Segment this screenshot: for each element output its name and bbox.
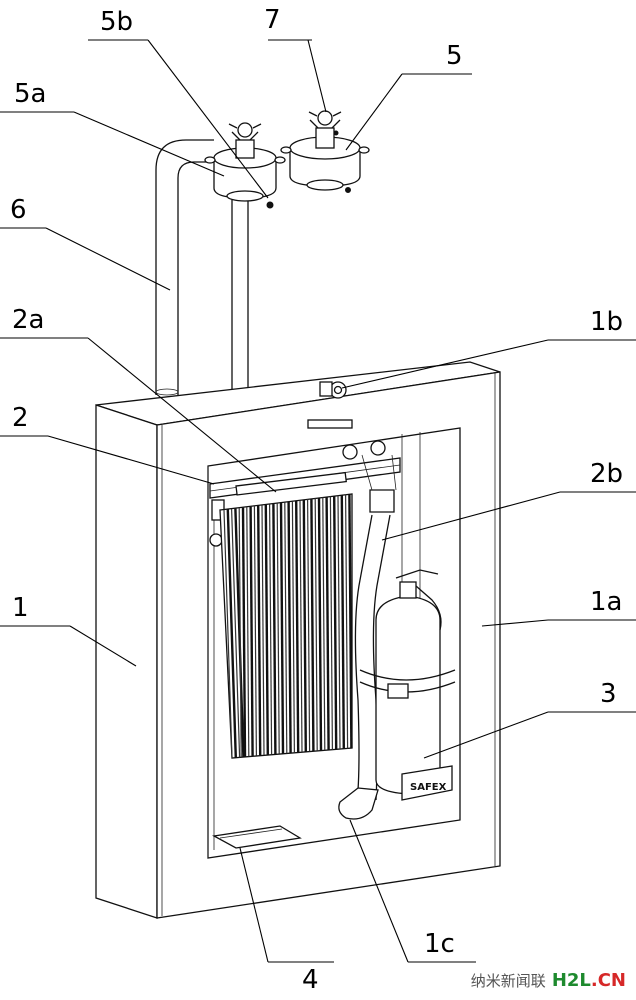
hose-fold-line	[253, 506, 257, 756]
hose-fold-line	[325, 497, 330, 750]
hose-fold-line	[337, 495, 341, 750]
label-2a: 2a	[12, 305, 44, 335]
hose-fold-line	[257, 505, 262, 756]
lock-1b	[307, 381, 353, 429]
hose-fold-line	[264, 504, 269, 755]
hose-curtain	[219, 493, 353, 759]
hose-fold-line	[269, 504, 273, 755]
hose-fold-line	[284, 502, 288, 754]
label-1: 1	[12, 593, 29, 623]
label-5a: 5a	[14, 79, 46, 109]
hose-fold-line	[234, 508, 245, 758]
label-4: 4	[302, 965, 319, 995]
watermark: 纳米新闻联 H2L.CN	[471, 968, 626, 992]
hose-fold-line	[279, 502, 285, 754]
label-3: 3	[600, 679, 617, 709]
hose-fold-line	[329, 496, 333, 750]
nozzle-assembly-5	[280, 110, 370, 193]
watermark-account-text: 纳米新闻联	[470, 971, 546, 990]
hose-fold-line	[261, 505, 265, 756]
hose-fold-line	[340, 495, 345, 749]
hose-fold-line	[246, 507, 250, 757]
watermark-logo-h2l: H2L	[551, 969, 591, 991]
label-5b: 5b	[100, 7, 133, 37]
hose-fold-line	[299, 500, 303, 753]
watermark-logo: H2L.CN	[552, 970, 626, 991]
extinguisher-3: SAFEX	[359, 569, 456, 801]
label-1b: 1b	[590, 307, 623, 337]
label-6: 6	[10, 195, 27, 225]
hose-fold-line	[272, 503, 277, 755]
label-2: 2	[12, 403, 29, 433]
hose-fold-line	[276, 503, 280, 754]
label-2b: 2b	[590, 459, 623, 489]
hose-fold-line	[345, 494, 349, 749]
hose-fold-line	[322, 497, 326, 751]
hose-fold-line	[231, 509, 241, 758]
tray-4	[211, 825, 302, 849]
hose-fold-line	[249, 506, 254, 756]
hose-fold-line	[317, 497, 323, 751]
label-1a: 1a	[590, 587, 622, 617]
hose-fold-line	[291, 501, 295, 753]
hose-fold-line	[287, 501, 292, 753]
label-5: 5	[446, 41, 463, 71]
label-7: 7	[264, 5, 281, 35]
hose-fold-line	[333, 496, 338, 750]
hose-fold-line	[238, 508, 242, 757]
hose-fold-line	[307, 499, 311, 752]
callouts: 7 5b 5 5a 6 1b 2a 2 2b 1a 1 3 4 1c	[0, 5, 636, 995]
hose-fold-line	[226, 509, 237, 758]
hose-fold-line	[302, 499, 307, 752]
hose-fold-line	[310, 498, 315, 752]
hose-fold-line	[314, 498, 318, 751]
hose-fold-line	[348, 494, 353, 749]
watermark-logo-cn: .CN	[590, 969, 626, 991]
label-1c: 1c	[424, 929, 455, 959]
nozzle-assembly-5a	[204, 122, 286, 209]
pipe-6	[155, 139, 249, 396]
hose-fold-line	[223, 509, 233, 759]
hose-fold-line	[241, 507, 247, 757]
extinguisher-brand-label: SAFEX	[410, 782, 447, 793]
hose-fold-line	[295, 500, 300, 753]
rail-2	[209, 440, 401, 547]
